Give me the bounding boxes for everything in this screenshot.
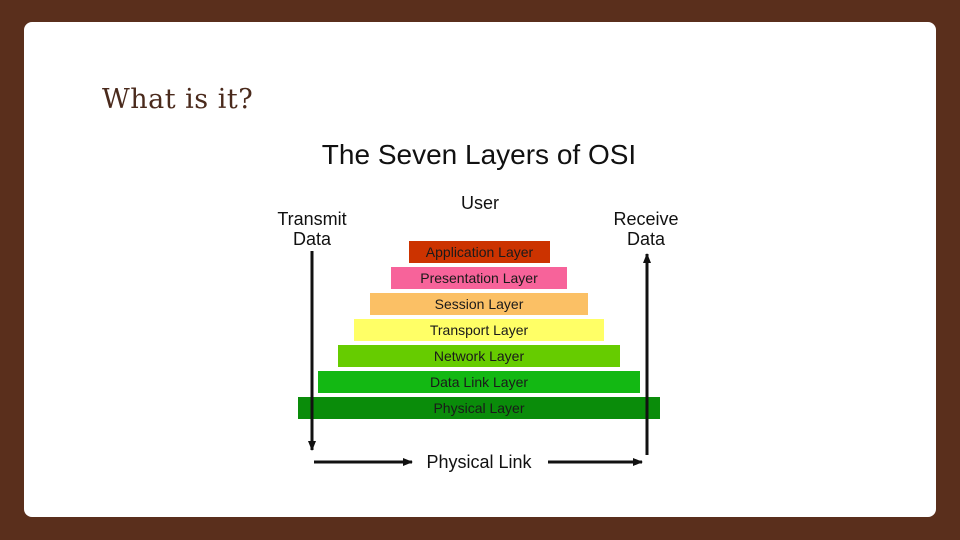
transport-layer: Transport Layer xyxy=(354,319,604,341)
slide-title: What is it? xyxy=(102,84,254,115)
user-label: User xyxy=(460,193,499,213)
presentation-layer: Presentation Layer xyxy=(391,267,567,289)
physical-link-label: Physical Link xyxy=(426,452,532,472)
transmit-data-label: Transmit Data xyxy=(277,209,347,249)
session-layer: Session Layer xyxy=(370,293,588,315)
diagram-title: The Seven Layers of OSI xyxy=(321,139,637,170)
application-layer: Application Layer xyxy=(409,241,550,263)
arrows xyxy=(308,251,651,466)
slide: What is it? The Seven Layers of OSI User… xyxy=(24,22,936,517)
network-layer: Network Layer xyxy=(338,345,620,367)
data-link-layer: Data Link Layer xyxy=(318,371,640,393)
receive-data-label: Receive Data xyxy=(613,209,679,249)
physical-layer: Physical Layer xyxy=(298,397,660,419)
